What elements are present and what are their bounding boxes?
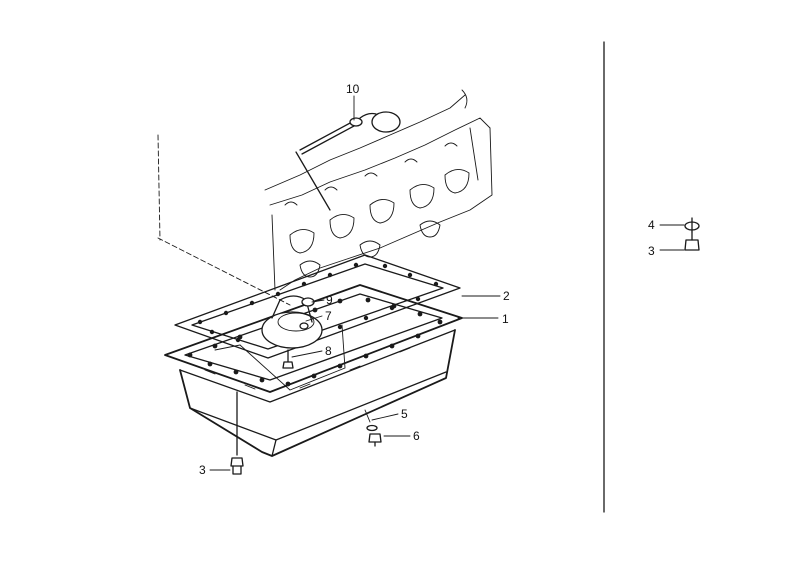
bolt-and-washer-detail bbox=[684, 217, 700, 251]
callout-3-lower: 3 bbox=[199, 463, 206, 477]
callout-2: 2 bbox=[503, 289, 510, 303]
callout-9: 9 bbox=[326, 293, 333, 307]
callout-8: 8 bbox=[325, 344, 332, 358]
callout-6: 6 bbox=[413, 429, 420, 443]
engine-block-outline bbox=[157, 89, 493, 306]
callout-4-detail: 4 bbox=[648, 218, 655, 232]
callout-1: 1 bbox=[502, 312, 509, 326]
callout-10: 10 bbox=[346, 82, 360, 96]
drain-plug bbox=[364, 409, 382, 447]
callout-3-detail: 3 bbox=[648, 244, 655, 258]
leader-lines bbox=[209, 95, 685, 471]
dipstick bbox=[295, 111, 401, 211]
oil-pan-gasket bbox=[174, 254, 461, 359]
callout-5: 5 bbox=[401, 407, 408, 421]
callout-7: 7 bbox=[325, 309, 332, 323]
pan-bolt-lower bbox=[230, 391, 244, 475]
